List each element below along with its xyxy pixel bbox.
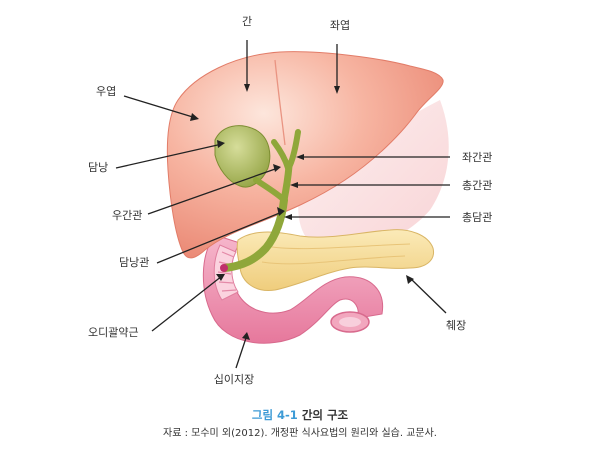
- label-duodenum: 십이지장: [214, 373, 254, 386]
- figure-number: 그림 4-1: [252, 408, 298, 422]
- label-pancreas: 췌장: [446, 319, 466, 332]
- label-right-lobe: 우엽: [96, 85, 116, 98]
- figure-title: 간의 구조: [302, 408, 348, 422]
- label-common-bile-duct: 총담관: [462, 211, 492, 224]
- figure-caption: 그림 4-1 간의 구조: [0, 407, 600, 423]
- label-liver: 간: [242, 15, 252, 28]
- label-gallbladder: 담낭: [88, 161, 108, 174]
- figure-source: 자료 : 모수미 외(2012). 개정판 식사요법의 원리와 실습. 교문사.: [0, 424, 600, 439]
- label-cystic-duct: 담낭관: [119, 256, 149, 269]
- label-sphincter-of-oddi: 오디괄약근: [88, 325, 139, 339]
- label-left-hepatic-duct: 좌간관: [462, 151, 492, 164]
- label-left-lobe: 좌엽: [330, 19, 350, 32]
- label-common-hepatic-duct: 총간관: [462, 179, 492, 192]
- ampulla: [220, 264, 228, 272]
- label-right-hepatic-duct: 우간관: [112, 209, 142, 222]
